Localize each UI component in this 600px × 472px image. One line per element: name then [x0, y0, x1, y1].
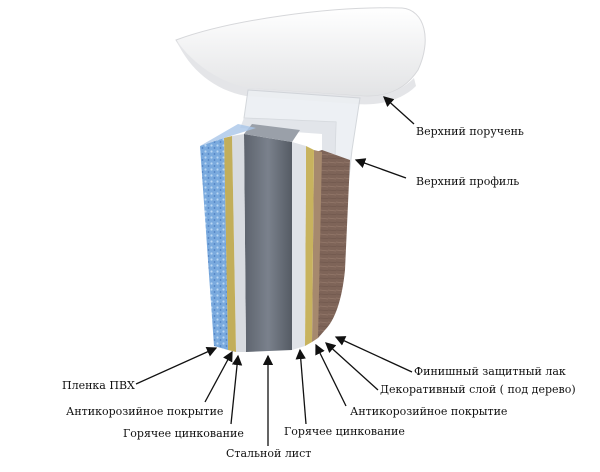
- arrow-upper-profile: [354, 158, 407, 179]
- finish-lacquer-layer: [312, 150, 322, 342]
- steel-sheet-layer: [244, 134, 292, 352]
- galvanization-left-layer: [232, 134, 246, 352]
- anticorrosion-left-layer: [224, 136, 236, 352]
- arrow-anticorrosion-right: [315, 343, 347, 407]
- anticorrosion-right-layer: [305, 146, 314, 346]
- galvanization-right-layer: [292, 142, 306, 350]
- upper-handrail-shape: [175, 7, 426, 105]
- arrow-finish-lacquer: [334, 336, 413, 373]
- label-upper-profile: Верхний профиль: [416, 175, 520, 188]
- arrow-hot-galv-right: [295, 348, 307, 425]
- arrow-pvc-film: [135, 346, 218, 385]
- wood-decor-layer: [316, 150, 350, 338]
- label-steel-sheet: Стальной лист: [226, 447, 312, 460]
- panel-layers: [200, 124, 350, 352]
- label-finish-lacquer: Финишный защитный лак: [414, 365, 566, 378]
- arrow-decor-layer: [325, 342, 379, 391]
- label-anticorrosion-left: Антикорозийное покрытие: [66, 405, 224, 418]
- pvc-film-layer: [200, 138, 228, 350]
- arrow-hot-galv-left: [230, 354, 243, 425]
- label-hot-galv-right: Горячее цинкование: [284, 425, 405, 438]
- label-upper-handrail: Верхний поручень: [416, 125, 524, 138]
- label-pvc-film: Пленка ПВХ: [62, 379, 135, 392]
- label-hot-galv-left: Горячее цинкование: [123, 427, 244, 440]
- arrow-anticorrosion-left: [204, 350, 233, 403]
- callout-arrows: [135, 96, 415, 446]
- label-anticorrosion-right: Антикорозийное покрытие: [350, 405, 508, 418]
- arrow-upper-handrail: [383, 96, 415, 125]
- label-decor-layer: Декоративный слой ( под дерево): [380, 383, 576, 396]
